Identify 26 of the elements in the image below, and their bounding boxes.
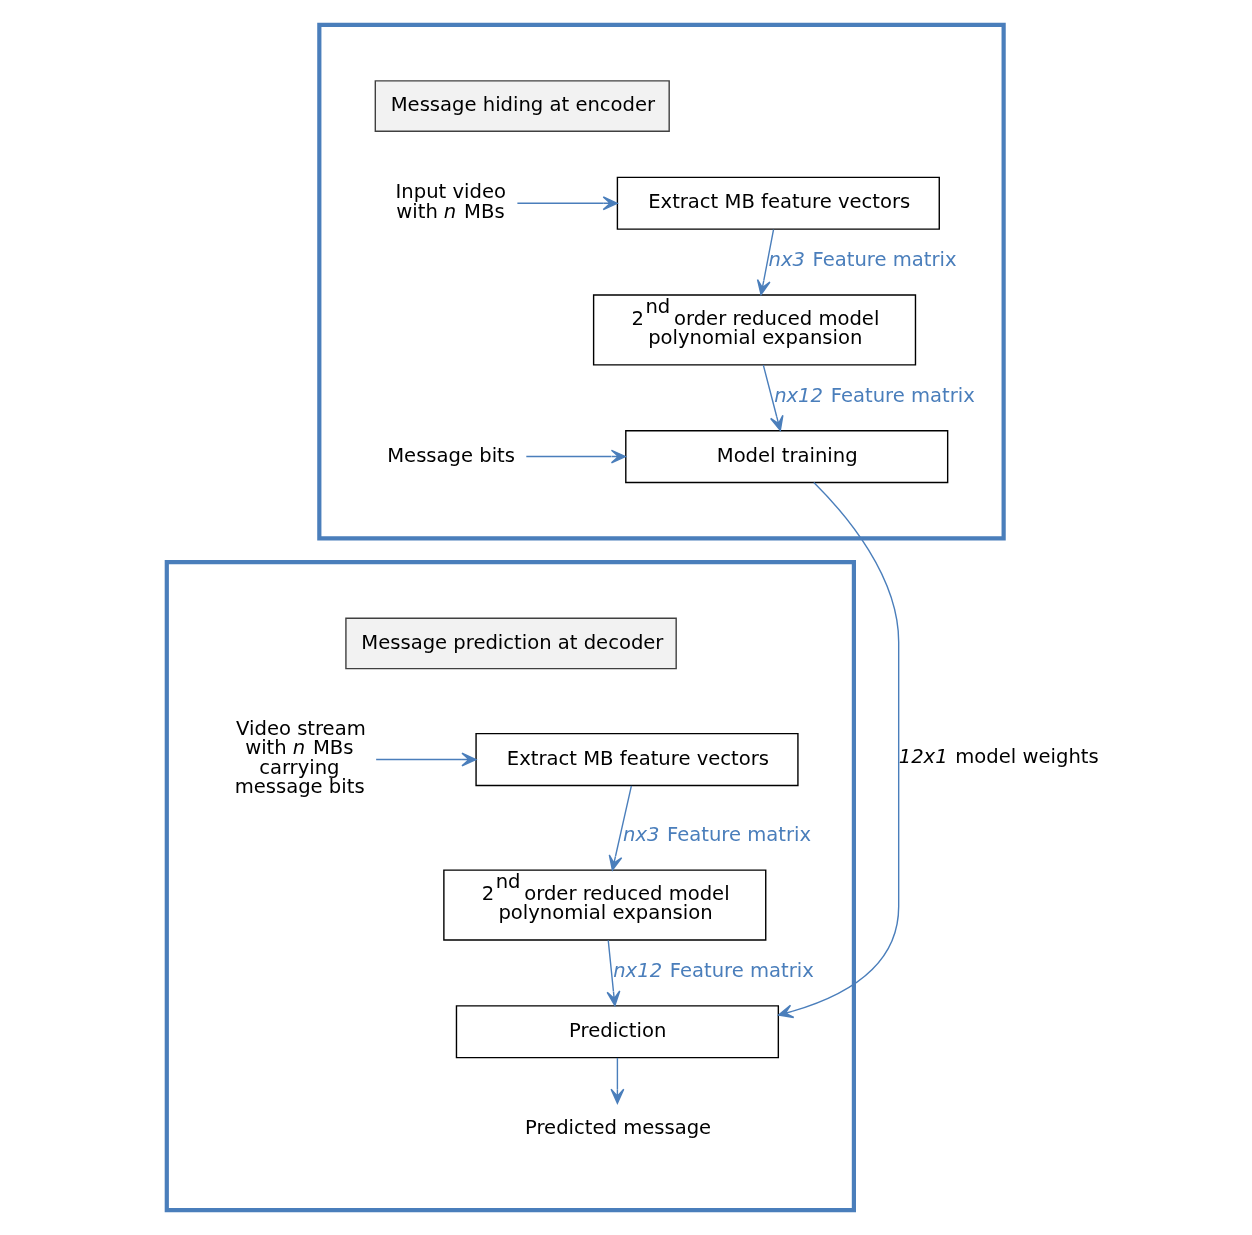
arrow [374,752,477,767]
node-box: Message prediction at decoder [344,617,677,670]
node-text: Input video with n MBs [395,179,506,223]
arrow [756,229,774,296]
edge-label: 12x1 model weights [898,745,1099,769]
arrow [525,449,626,464]
arrow [762,364,784,432]
node-box: Prediction [455,1005,779,1059]
node-box: Extract MB feature vectors [474,732,799,787]
edge-label: nx3 Feature matrix [768,247,957,271]
node-text: Video stream with n MBs carrying message bits [234,716,366,799]
edge-label: nx12 Feature matrix [773,383,975,407]
edge-label: nx3 Feature matrix [622,822,811,846]
arrow [777,481,899,1019]
node-box: Message hiding at encoder [374,80,670,132]
node-text: Predicted message [524,1116,711,1140]
cluster [316,22,1006,541]
arrow [608,785,632,871]
node-box: Model training [624,430,948,484]
arrow [606,939,620,1007]
arrow [516,196,618,211]
node-box: Extract MB feature vectors [616,176,940,230]
arrow [609,1057,624,1104]
edge-label: nx12 Feature matrix [612,958,814,982]
cluster [164,560,856,1213]
node-text: Message bits [386,443,515,467]
